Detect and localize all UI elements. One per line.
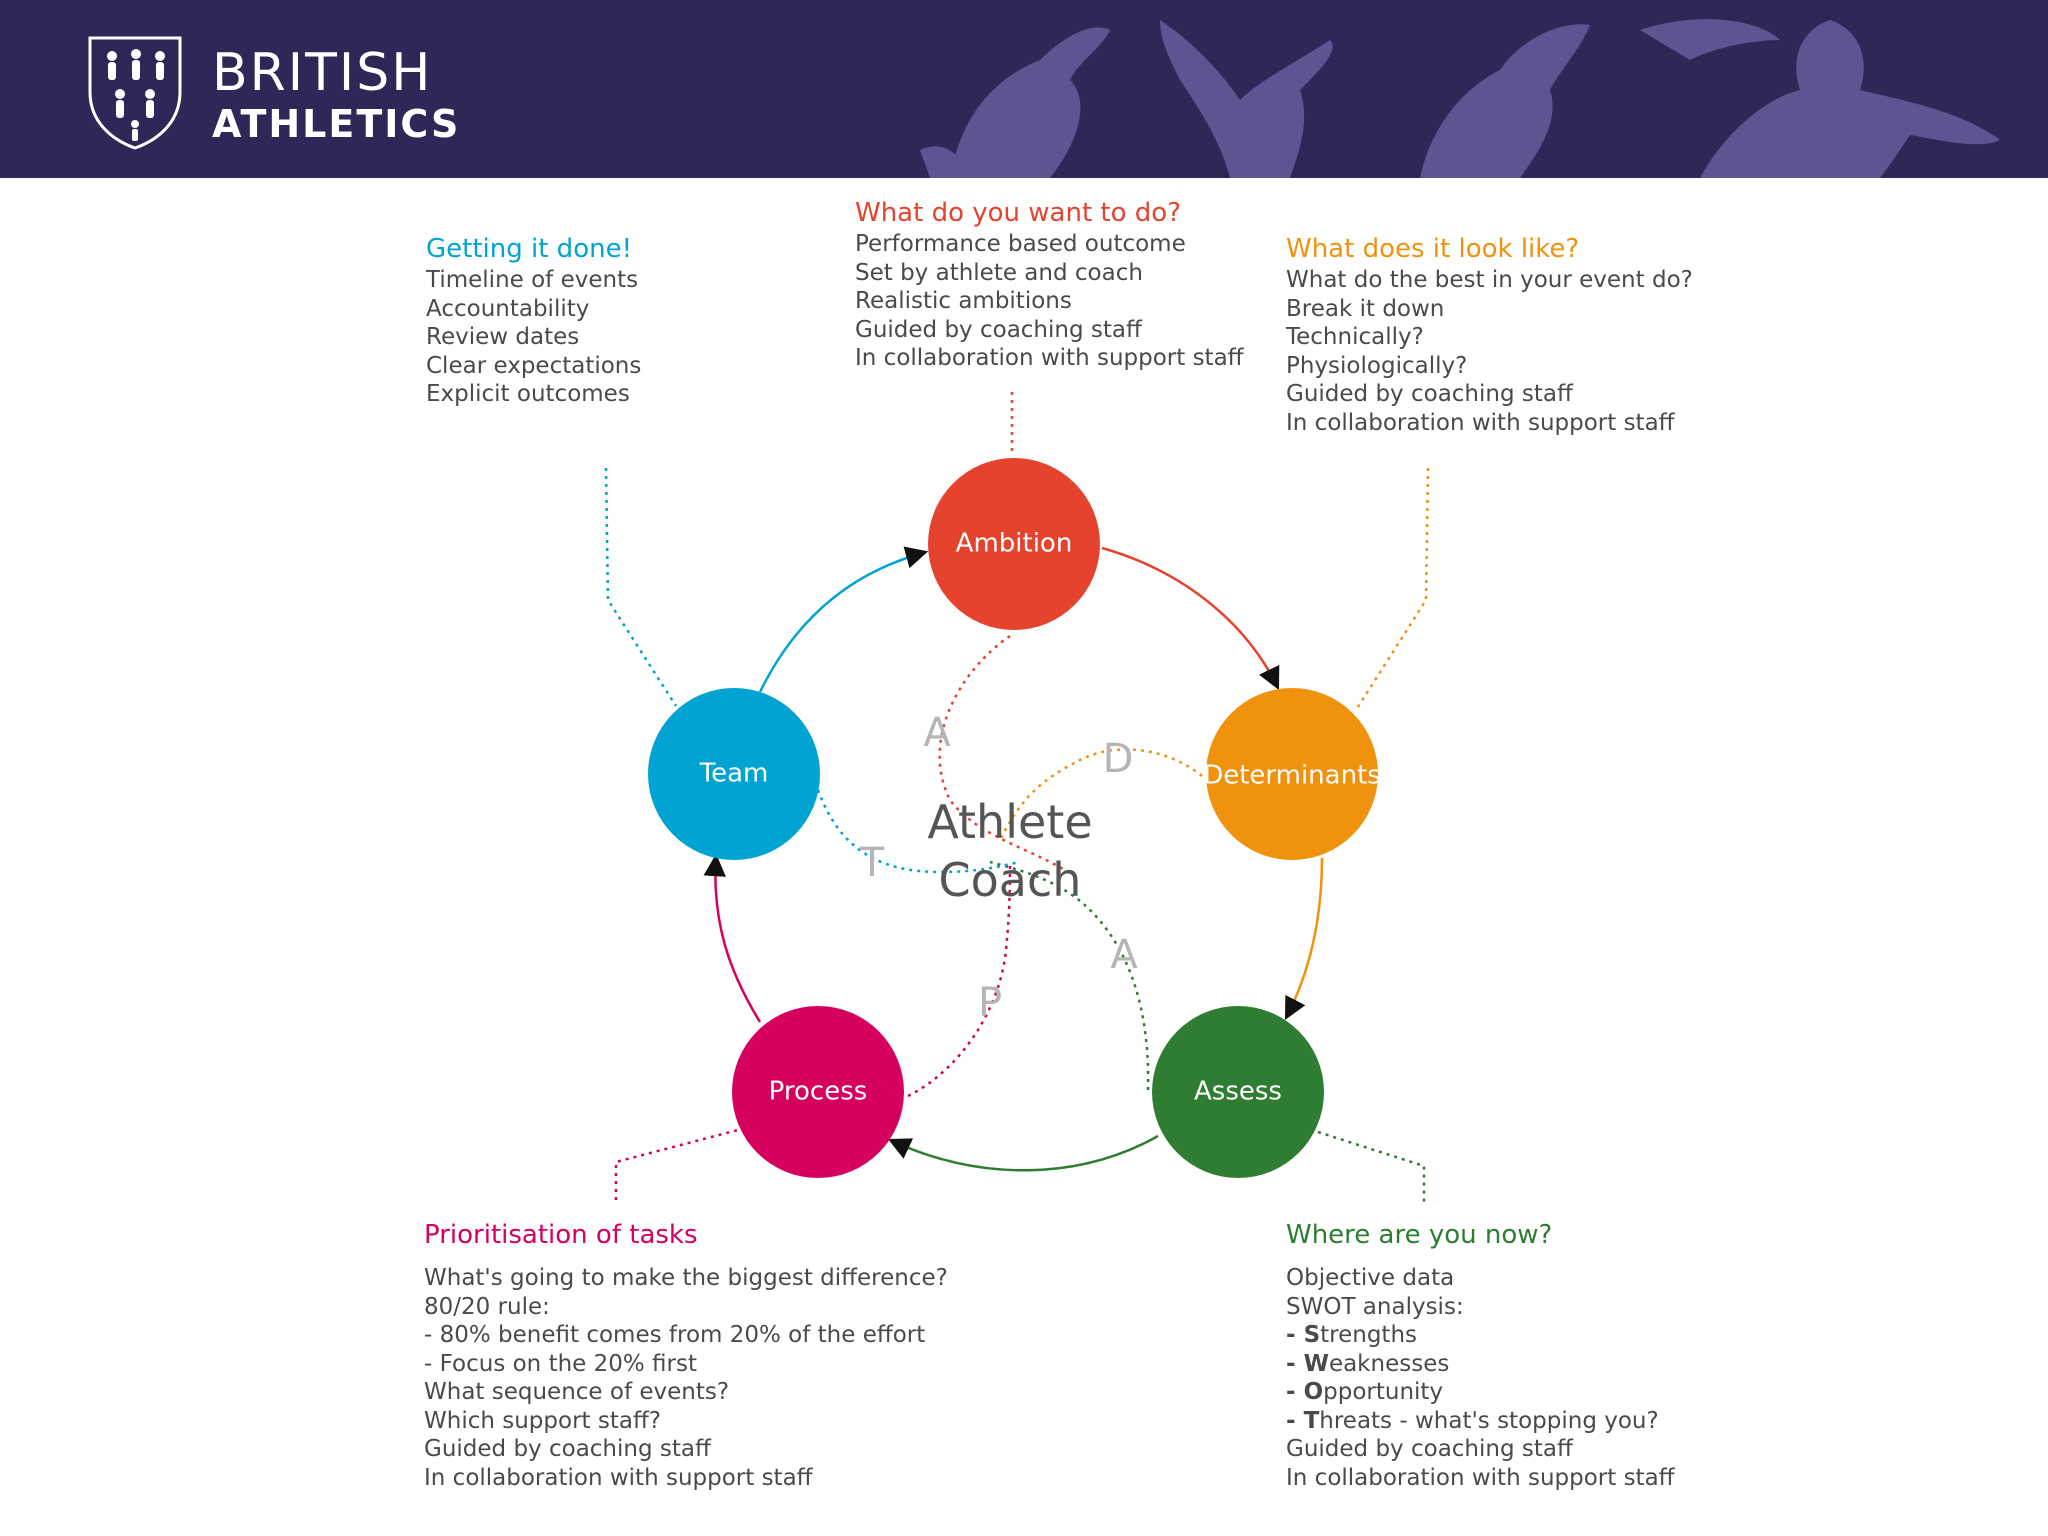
inner-path-team: [816, 789, 1021, 874]
info-line: In collaboration with support staff: [424, 1464, 813, 1491]
node-team-label: Team: [699, 759, 769, 789]
swot-item: - Strengths: [1286, 1321, 1675, 1350]
arrow-determinants-to-assess: [1284, 857, 1324, 1020]
node-ambition: Ambition: [928, 458, 1100, 630]
header-banner: BRITISH ATHLETICS: [0, 0, 2048, 178]
swot-item: - Threats - what's stopping you?: [1286, 1407, 1675, 1436]
info-line: Guided by coaching staff: [1286, 381, 1573, 407]
swot-prefix: -: [1286, 1407, 1304, 1434]
node-determinants: Determinants: [1203, 688, 1381, 860]
swot-item: - Opportunity: [1286, 1378, 1675, 1407]
assess-info-title: Where are you now?: [1286, 1220, 1553, 1250]
info-line: Physiologically?: [1286, 352, 1468, 379]
swot-initial: W: [1303, 1350, 1329, 1377]
swot-initial: S: [1303, 1322, 1321, 1348]
info-line: 80/20 rule:: [424, 1293, 550, 1320]
swot-rest: hreats - what's stopping you?: [1319, 1407, 1659, 1434]
center-coach-label: Coach: [939, 853, 1082, 907]
determinants-info-title: What does it look like?: [1286, 234, 1580, 264]
node-process: Process: [732, 1006, 904, 1178]
arrow-team-to-ambition: [758, 546, 929, 693]
info-line: Objective data: [1286, 1265, 1455, 1291]
inner-path-determinants: [998, 748, 1203, 841]
info-line: Performance based outcome: [855, 231, 1186, 257]
brand-line-1: BRITISH: [212, 43, 433, 103]
brand-wordmark: BRITISH ATHLETICS: [212, 44, 460, 146]
info-line: What sequence of events?: [424, 1379, 730, 1405]
info-line: Realistic ambitions: [855, 288, 1072, 314]
info-line: Which support staff?: [424, 1407, 662, 1434]
node-ambition-label: Ambition: [956, 529, 1073, 559]
swot-prefix: -: [1286, 1350, 1304, 1377]
ghost-letter-t: T: [859, 840, 885, 886]
info-line: - 80% benefit comes from 20% of the effo…: [424, 1322, 926, 1348]
swot-initial: O: [1303, 1379, 1324, 1405]
ghost-letter-p: P: [978, 980, 1002, 1026]
info-line: Guided by coaching staff: [424, 1436, 711, 1462]
ambition-info-block: What do you want to do? Performance base…: [855, 196, 1244, 373]
info-line: What do the best in your event do?: [1286, 267, 1693, 293]
node-determinants-label: Determinants: [1203, 761, 1381, 791]
process-info-lines: What's going to make the biggest differe…: [424, 1264, 948, 1492]
swot-rest: eaknesses: [1328, 1350, 1450, 1377]
node-assess: Assess: [1152, 1006, 1324, 1178]
info-line: What's going to make the biggest differe…: [424, 1265, 948, 1291]
process-leader-line: [614, 1128, 739, 1200]
team-info-title: Getting it done!: [426, 234, 632, 264]
brand-line-2: ATHLETICS: [212, 102, 461, 146]
info-line: Accountability: [426, 295, 590, 322]
process-info-title: Prioritisation of tasks: [424, 1220, 698, 1250]
info-line: Clear expectations: [426, 352, 642, 379]
arrow-assess-to-process: [887, 1134, 1159, 1172]
swot-rest: pportunity: [1323, 1379, 1444, 1405]
info-line: Explicit outcomes: [426, 381, 630, 407]
info-line: Set by athlete and coach: [855, 259, 1143, 286]
determinants-info-block: What does it look like? What do the best…: [1286, 232, 1693, 437]
team-leader-line: [604, 467, 678, 707]
ghost-letter-d: D: [1103, 736, 1134, 782]
info-line: Technically?: [1286, 324, 1424, 350]
arrow-ambition-to-determinants: [1101, 546, 1280, 691]
assess-swot-lines: - Strengths- Weaknesses- Opportunity- Th…: [1286, 1321, 1675, 1435]
inner-path-process: [907, 861, 1012, 1098]
athlete-silhouettes-graphic: [920, 19, 2000, 178]
determinants-leader-line: [1354, 467, 1430, 711]
british-athletics-crest-logo: [88, 36, 182, 150]
swot-item: - Weaknesses: [1286, 1350, 1675, 1379]
info-line: Timeline of events: [426, 267, 639, 293]
info-line: In collaboration with support staff: [1286, 409, 1675, 436]
info-line: In collaboration with support staff: [1286, 1464, 1675, 1491]
info-line: SWOT analysis:: [1286, 1293, 1464, 1320]
node-assess-label: Assess: [1194, 1077, 1282, 1107]
ambition-info-title: What do you want to do?: [855, 198, 1182, 228]
node-team: Team: [648, 688, 820, 860]
determinants-info-lines: What do the best in your event do?Break …: [1286, 266, 1693, 437]
swot-prefix: -: [1286, 1379, 1304, 1405]
info-line: In collaboration with support staff: [855, 345, 1244, 371]
info-line: Review dates: [426, 324, 580, 350]
ghost-letter-a-assess: A: [1110, 932, 1138, 978]
info-line: Break it down: [1286, 295, 1445, 322]
info-line: Guided by coaching staff: [1286, 1436, 1573, 1462]
swot-initial: T: [1303, 1407, 1320, 1434]
swot-prefix: -: [1286, 1322, 1304, 1348]
info-line: Guided by coaching staff: [855, 316, 1142, 343]
ghost-letter-a-ambition: A: [923, 710, 951, 756]
process-info-block: Prioritisation of tasks What's going to …: [424, 1218, 948, 1492]
node-process-label: Process: [769, 1077, 868, 1107]
assess-leader-line: [1317, 1130, 1426, 1204]
swot-rest: trengths: [1320, 1322, 1418, 1348]
center-athlete-label: Athlete: [927, 795, 1092, 849]
info-line: - Focus on the 20% first: [424, 1350, 698, 1377]
arrow-process-to-team: [703, 853, 762, 1023]
